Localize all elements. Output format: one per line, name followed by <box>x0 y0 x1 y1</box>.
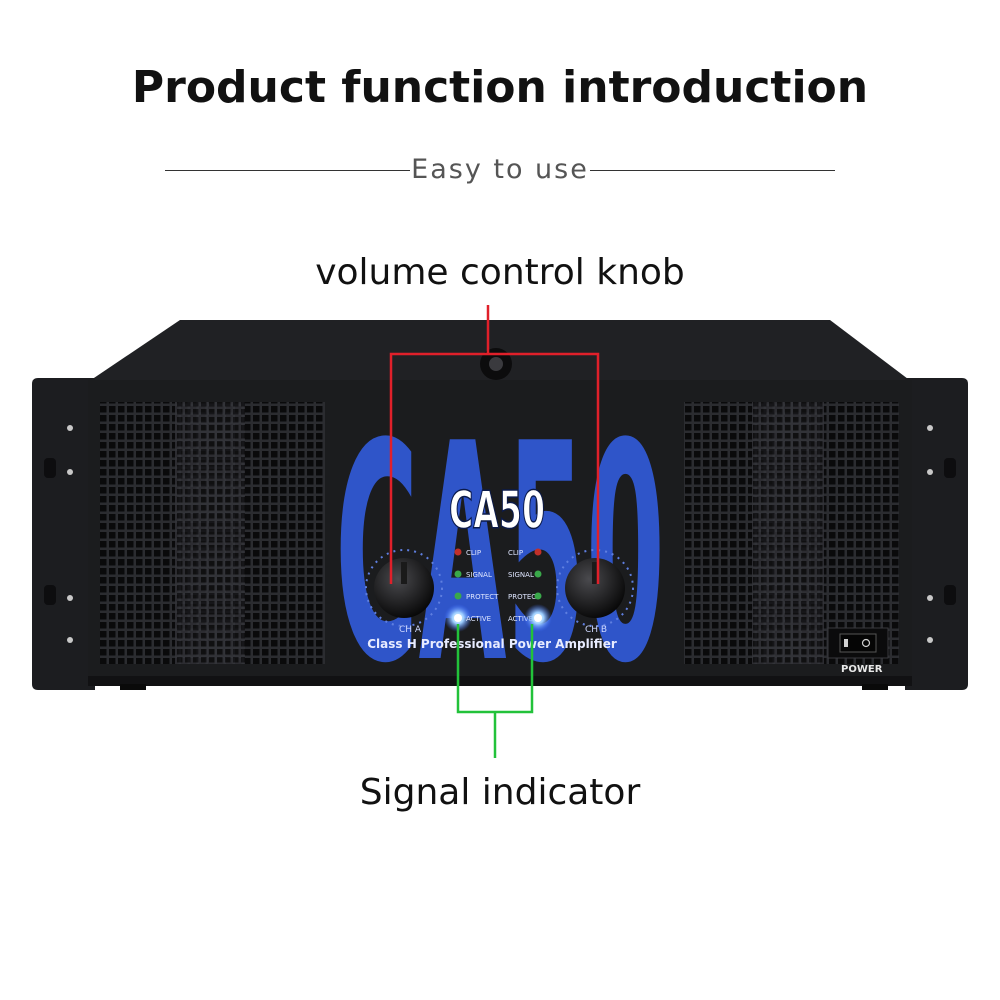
signal-indicator-label: Signal indicator <box>359 772 641 813</box>
tagline: Class H Professional Power Amplifier <box>367 637 617 651</box>
small-logo: CA50 <box>449 481 545 541</box>
divider-right <box>590 170 835 171</box>
led-signal-b-icon <box>534 570 542 578</box>
indicator-label: SIGNAL <box>508 571 534 579</box>
indicator-label: PROTECT <box>466 593 499 601</box>
volume-knob-label: volume control knob <box>315 252 685 293</box>
big-logo: CA50 <box>335 380 665 729</box>
indicator-label: CLIP <box>508 549 523 557</box>
rack-ear-right <box>905 378 968 690</box>
indicator-label: SIGNAL <box>466 571 492 579</box>
led-clip-b-icon <box>534 548 542 556</box>
indicator-label: CLIP <box>466 549 481 557</box>
power-switch[interactable] <box>827 627 889 659</box>
rack-ear-left <box>32 378 95 690</box>
knob-b-icon <box>565 558 625 618</box>
channel-a-label: CH A <box>399 625 422 635</box>
led-protect-a-icon <box>454 592 462 600</box>
signal-callout-lines <box>456 624 534 758</box>
led-signal-a-icon <box>454 570 462 578</box>
led-clip-a-icon <box>454 548 462 556</box>
indicator-label: PROTECT <box>508 593 541 601</box>
led-protect-b-icon <box>534 592 542 600</box>
subtitle-row: Easy to use <box>165 152 835 192</box>
divider-left <box>165 170 410 171</box>
power-label: POWER <box>841 664 883 675</box>
knob-a-icon <box>374 558 434 618</box>
subtitle: Easy to use <box>411 154 589 185</box>
indicator-label: ACTIVE <box>508 615 533 623</box>
page-title: Product function introduction <box>131 62 869 113</box>
volume-knob-b[interactable] <box>556 549 634 627</box>
volume-callout-lines <box>389 305 600 584</box>
indicator-label: ACTIVE <box>466 615 491 623</box>
channel-b-label: CH B <box>585 625 607 635</box>
volume-knob-a[interactable] <box>365 549 443 627</box>
